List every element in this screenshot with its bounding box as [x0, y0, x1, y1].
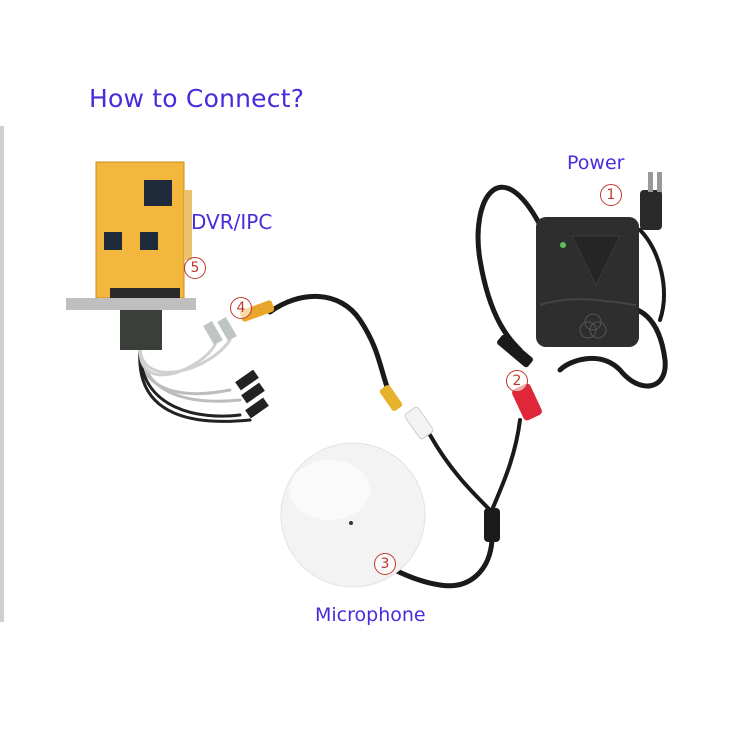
- left-edge-border: [0, 126, 4, 622]
- dvr-card-image: [66, 161, 196, 350]
- rca-yellow-plug-dvr: [239, 300, 275, 322]
- mic-cable-white-branch: [428, 433, 492, 512]
- step-marker-3: 3: [374, 553, 396, 575]
- power-cable-dc: [475, 184, 543, 353]
- bnc-connectors: [203, 316, 269, 419]
- power-adapter-image: [536, 172, 662, 347]
- mic-cable-red-branch: [490, 418, 522, 512]
- microphone-image: [280, 442, 426, 588]
- step-marker-1: 1: [600, 184, 622, 206]
- dc-female-jack: [512, 383, 542, 421]
- dc-male-plug: [497, 334, 533, 368]
- label-power: Power: [567, 152, 625, 174]
- power-cable-ac: [557, 304, 668, 389]
- step-marker-4: 4: [230, 297, 252, 319]
- video-audio-cable: [267, 293, 393, 398]
- label-microphone: Microphone: [315, 604, 426, 626]
- label-dvr-ipc: DVR/IPC: [191, 210, 273, 234]
- page-title: How to Connect?: [89, 84, 305, 113]
- step-marker-2: 2: [506, 370, 528, 392]
- mic-cable-main: [392, 537, 495, 589]
- step-marker-5: 5: [184, 257, 206, 279]
- rca-white-jack: [404, 406, 434, 440]
- cable-splitter: [484, 508, 500, 542]
- rca-yellow-plug-mic: [379, 385, 403, 411]
